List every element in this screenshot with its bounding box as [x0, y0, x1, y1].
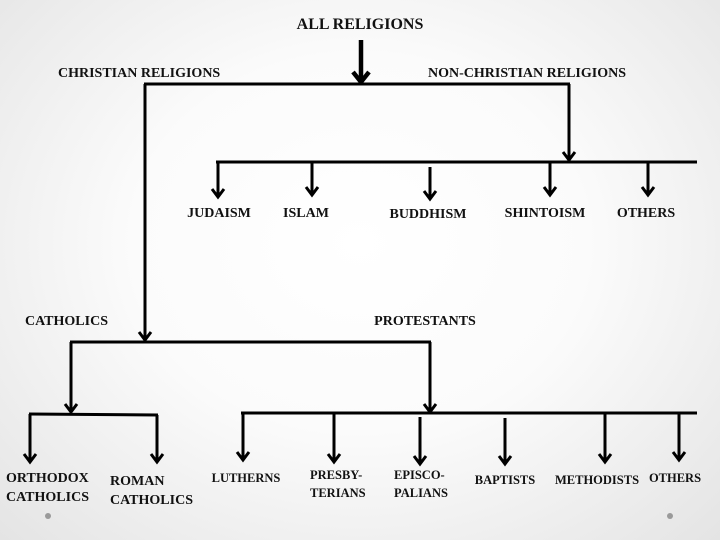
arrow-non-christian-2-head — [422, 190, 438, 202]
bullet-dot-right — [667, 513, 673, 519]
arrow-non-christian-1-head — [304, 186, 320, 198]
arrow-to-non-christian-head — [561, 151, 577, 163]
arrow-to-catholic-group-head — [63, 403, 79, 415]
arrow-non-christian-3-head — [542, 186, 558, 198]
arrow-root-head — [351, 70, 371, 86]
arrow-protestant-4-head — [597, 453, 613, 465]
roman-catholics-label-line2: CATHOLICS — [110, 493, 193, 508]
arrow-protestant-3-head — [497, 455, 513, 467]
catholics-label: CATHOLICS — [25, 314, 108, 329]
arrow-non-christian-4-head — [640, 186, 656, 198]
arrow-to-catholics-head — [137, 331, 153, 343]
branch-line-catholics — [28, 412, 159, 417]
buddhism-label: BUDDHISM — [389, 207, 466, 222]
roman-catholics-label: ROMAN — [110, 474, 164, 489]
orthodox-catholics-label: ORTHODOX — [6, 471, 89, 486]
others-protestant-label: OTHERS — [649, 471, 701, 485]
bullet-dot-left — [45, 513, 51, 519]
episcopalians-label: EPISCO- — [394, 468, 445, 482]
lutherns-label: LUTHERNS — [212, 471, 281, 485]
non-christian-religions-label: NON-CHRISTIAN RELIGIONS — [428, 66, 626, 81]
episcopalians-label-line2: PALIANS — [394, 486, 448, 500]
presbyterians-label-line2: TERIANS — [310, 486, 366, 500]
judaism-label: JUDAISM — [187, 206, 251, 221]
others-non-christian-label: OTHERS — [617, 206, 676, 221]
protestants-label: PROTESTANTS — [374, 314, 476, 329]
arrow-protestant-1-head — [326, 453, 342, 465]
islam-label: ISLAM — [283, 206, 329, 221]
shintoism-label: SHINTOISM — [505, 206, 586, 221]
root-label: ALL RELIGIONS — [297, 16, 424, 33]
methodists-label: METHODISTS — [555, 473, 639, 487]
arrow-protestant-0-head — [235, 451, 251, 463]
presbyterians-label: PRESBY- — [310, 468, 362, 482]
arrow-non-christian-0-head — [210, 188, 226, 200]
connector-lines — [22, 40, 697, 467]
orthodox-catholics-label-line2: CATHOLICS — [6, 490, 89, 505]
arrow-protestant-2-head — [412, 455, 428, 467]
arrow-protestant-5-head — [671, 451, 687, 463]
christian-religions-label: CHRISTIAN RELIGIONS — [58, 66, 220, 81]
arrow-orthodox-head — [22, 453, 38, 465]
baptists-label: BAPTISTS — [475, 473, 535, 487]
arrow-roman-head — [149, 453, 165, 465]
